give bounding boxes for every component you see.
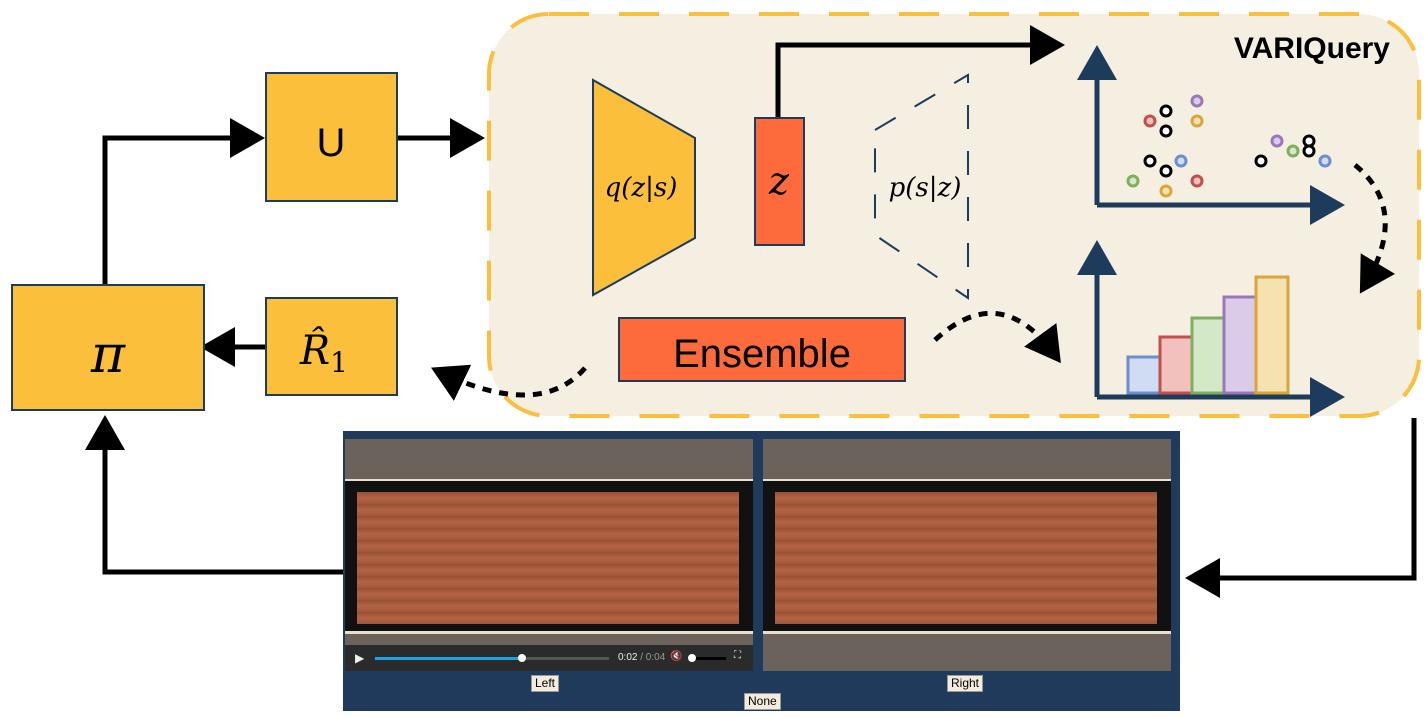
scatter-point xyxy=(1254,154,1268,168)
histogram-bar xyxy=(1126,355,1162,395)
right-video[interactable] xyxy=(763,439,1171,671)
latent-label: z xyxy=(768,159,790,203)
u-box xyxy=(265,72,398,202)
scatter-point xyxy=(1318,154,1332,168)
time-total: / 0:04 xyxy=(640,652,666,663)
scatter-point xyxy=(1302,144,1316,158)
scatter-axes xyxy=(1077,45,1345,417)
mute-icon[interactable]: 🔇 xyxy=(670,651,683,662)
encoder-label: q(z|s) xyxy=(605,173,678,203)
video-comparison-panel: ▶ 0:02 / 0:04 🔇 ⛶ Left Right None xyxy=(343,431,1180,711)
scatter-point xyxy=(1159,104,1173,118)
histogram-bars xyxy=(1126,275,1290,395)
scatter-point xyxy=(1159,164,1173,178)
scatter-point xyxy=(1190,114,1204,128)
decoder-label: p(s|z) xyxy=(889,173,962,203)
scatter-point xyxy=(1286,144,1300,158)
reward-label: R̂1 xyxy=(299,328,348,379)
decoder-trapezoid xyxy=(874,73,969,300)
scatter-point xyxy=(1126,174,1140,188)
play-button[interactable]: ▶ xyxy=(355,651,365,665)
histogram-bar xyxy=(1222,295,1258,395)
seek-bar[interactable] xyxy=(375,654,609,662)
left-video[interactable]: ▶ 0:02 / 0:04 🔇 ⛶ xyxy=(345,439,753,671)
video-controls: ▶ 0:02 / 0:04 🔇 ⛶ xyxy=(345,645,753,671)
scatter-point xyxy=(1190,174,1204,188)
time-current: 0:02 xyxy=(618,652,638,663)
histogram-bar xyxy=(1190,316,1226,395)
scatter-point xyxy=(1190,94,1204,108)
scatter-point xyxy=(1143,114,1157,128)
u-label: U xyxy=(317,121,346,165)
left-button[interactable]: Left xyxy=(531,675,560,692)
policy-label: π xyxy=(90,325,126,385)
reward-box xyxy=(265,297,398,396)
right-button[interactable]: Right xyxy=(947,675,984,692)
scatter-point xyxy=(1159,124,1173,138)
ensemble-box xyxy=(618,317,906,382)
scatter-points xyxy=(1126,94,1332,198)
scatter-point xyxy=(1270,134,1284,148)
latent-box xyxy=(754,117,805,246)
policy-box xyxy=(11,284,205,411)
scatter-point xyxy=(1143,154,1157,168)
histogram-bar xyxy=(1158,335,1194,395)
flow-arrows xyxy=(85,25,1417,598)
encoder-trapezoid xyxy=(592,78,696,297)
scatter-point xyxy=(1159,184,1173,198)
fullscreen-icon[interactable]: ⛶ xyxy=(734,650,741,661)
module-title: VARIQuery xyxy=(1234,32,1390,65)
none-button[interactable]: None xyxy=(744,693,781,710)
histogram-bar xyxy=(1254,275,1290,395)
scatter-point xyxy=(1174,154,1188,168)
variquery-module xyxy=(487,12,1421,418)
volume-slider[interactable] xyxy=(688,654,726,662)
ensemble-label: Ensemble xyxy=(673,332,851,376)
